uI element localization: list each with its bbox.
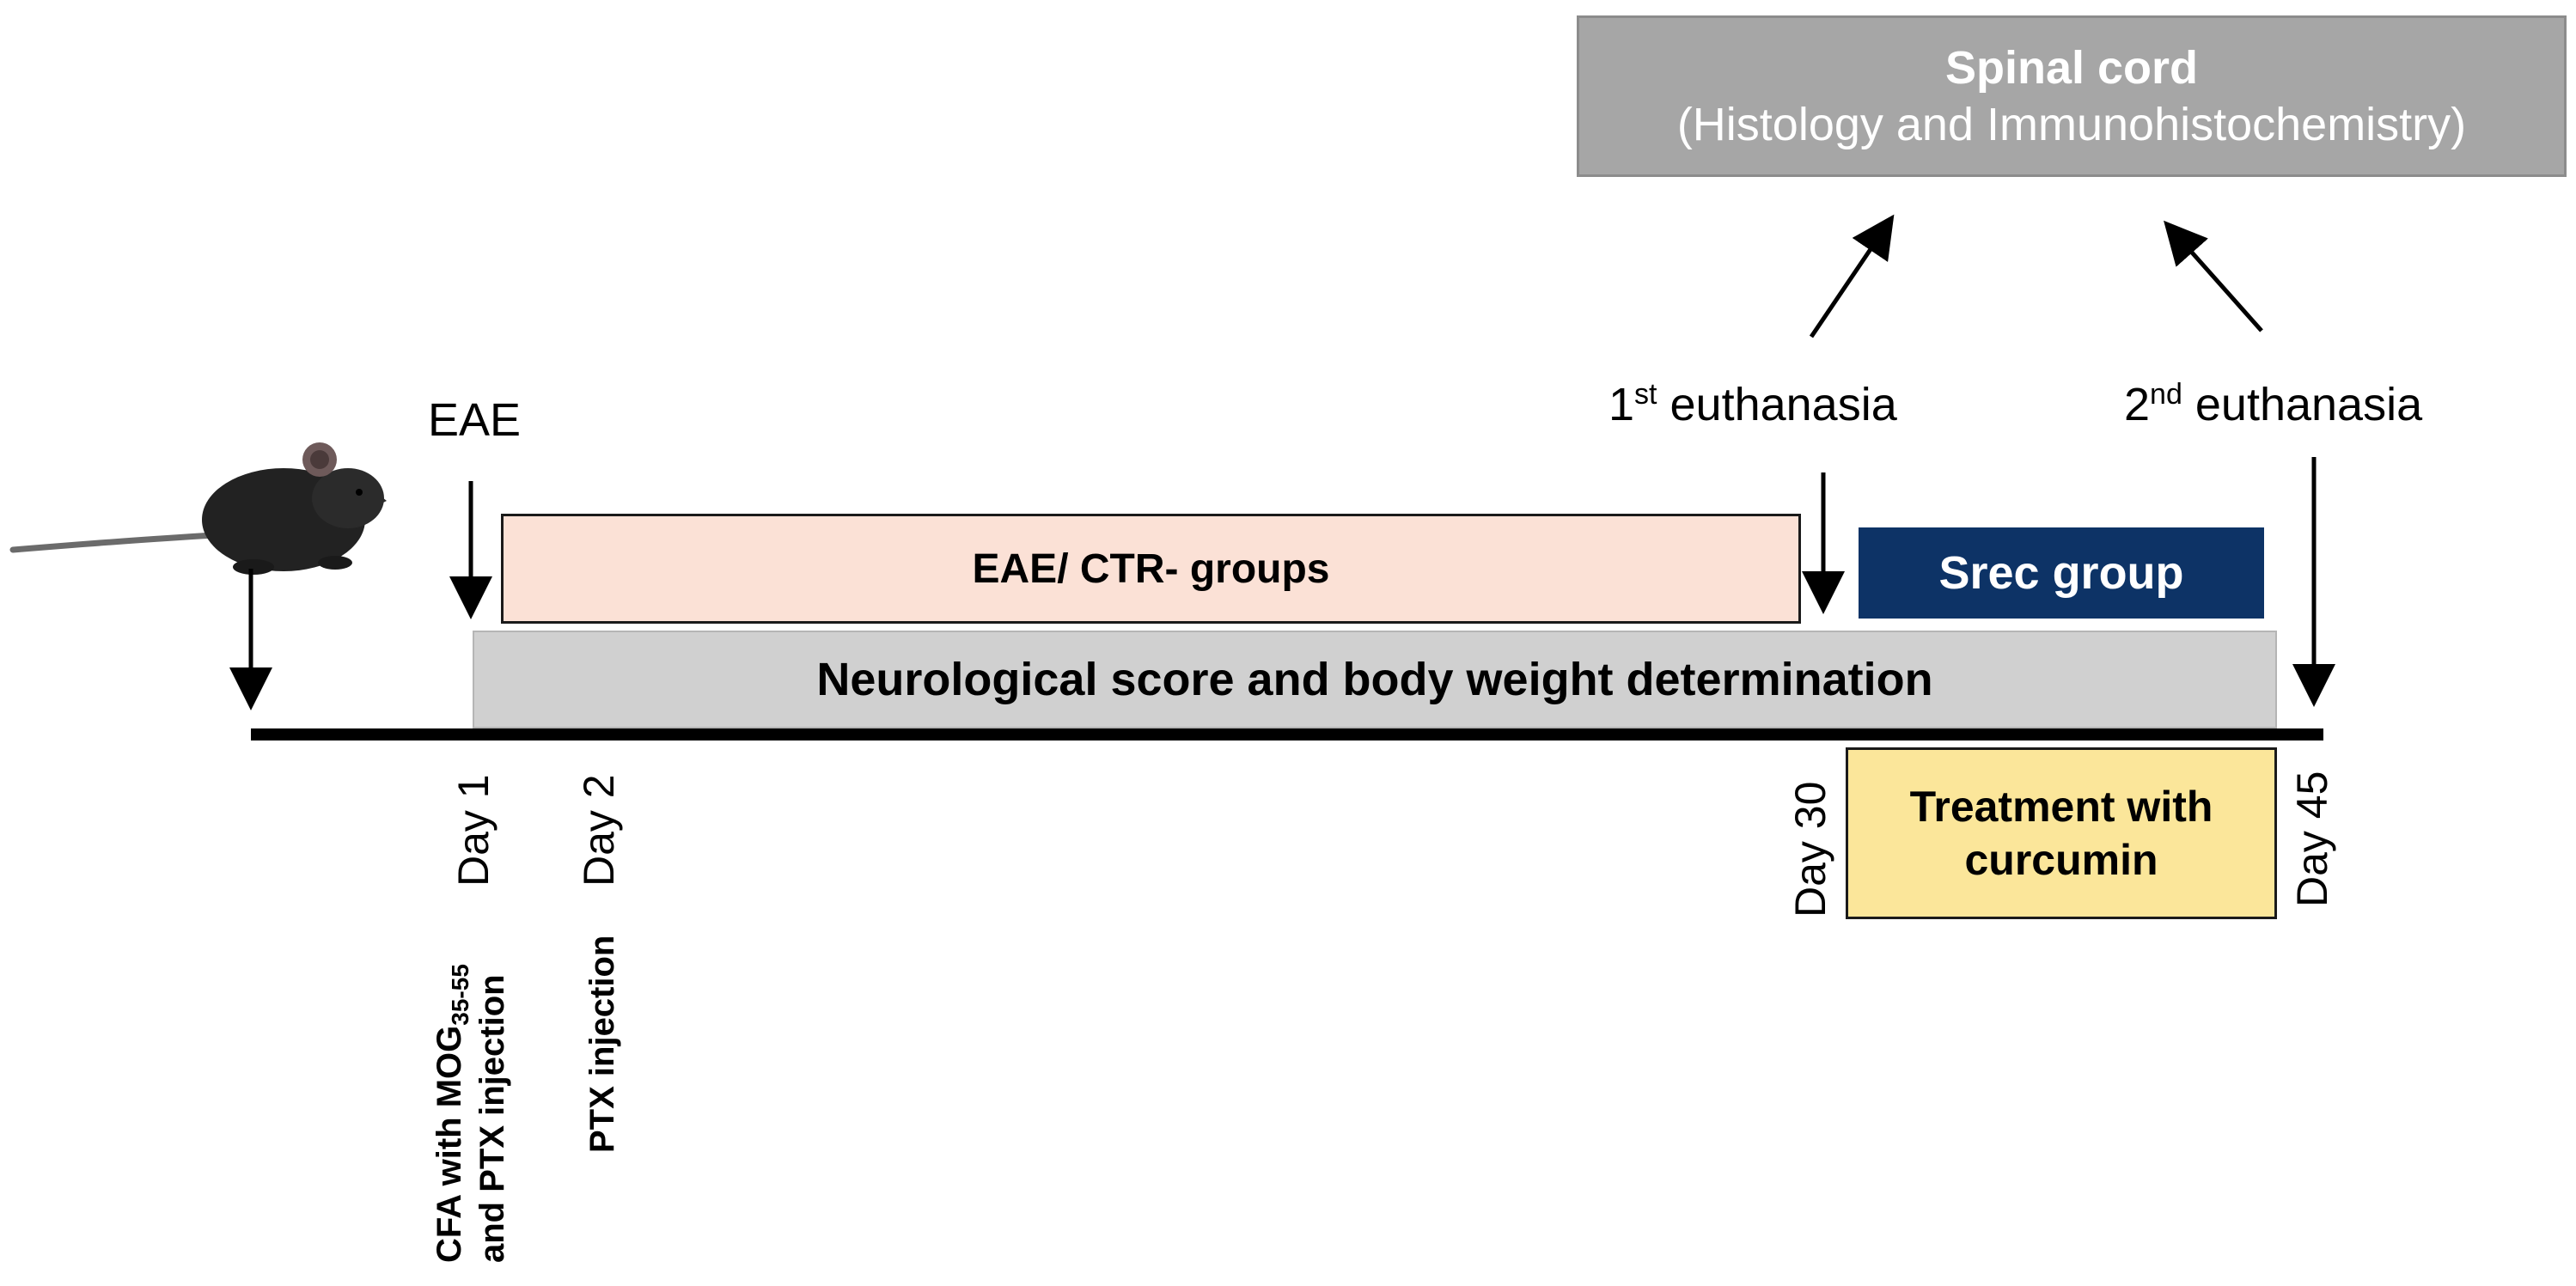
spinal-cord-subtitle: (Histology and Immunohistochemistry) [1676,99,2467,150]
timeline-axis [251,728,2323,741]
first-euthanasia-label: 1st euthanasia [1608,378,1897,430]
ptx-injection-note: PTX injection [583,935,621,1153]
mouse-icon [9,442,387,575]
day-2-label: Day 2 [575,774,623,887]
neurological-score-bar: Neurological score and body weight deter… [473,631,2277,728]
eae-label: EAE [428,394,522,446]
day-1-label: Day 1 [449,774,497,887]
spinal-cord-box: Spinal cord (Histology and Immunohistoch… [1577,15,2567,177]
arrow-second-to-spinal [2164,220,2263,332]
cfa-injection-note: CFA with MOG35-55 and PTX injection [430,964,511,1263]
spinal-cord-title: Spinal cord [1944,42,2199,94]
treatment-curcumin-box: Treatment with curcumin [1846,747,2277,919]
day-45-label: Day 45 [2288,771,2336,907]
arrow-first-to-spinal [1809,214,1895,338]
day-30-label: Day 30 [1786,781,1834,917]
eae-ctr-groups-box: EAE/ CTR- groups [501,514,1801,624]
srec-group-box: Srec group [1859,527,2264,619]
second-euthanasia-label: 2nd euthanasia [2124,378,2423,430]
treatment-line-2: curcumin [1964,836,2158,884]
treatment-line-1: Treatment with [1909,783,2213,831]
